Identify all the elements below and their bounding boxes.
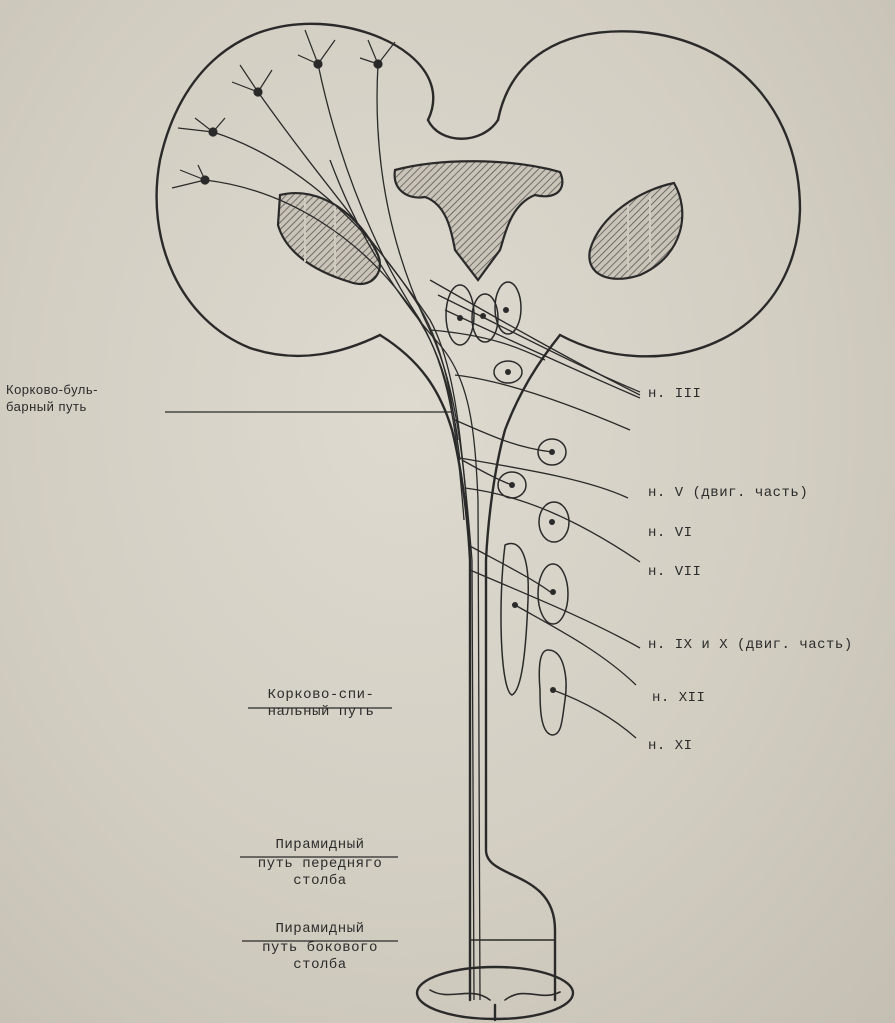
label-pyramidal-lateral-line2: путь бокового (240, 940, 400, 957)
label-pyramidal-anterior-line1: Пирамидный (240, 837, 400, 854)
label-pyramidal-lateral-line1: Пирамидный (240, 921, 400, 938)
label-pyramidal-anterior-line3: столба (240, 873, 400, 890)
label-nerve-vii: н. VII (648, 564, 701, 581)
neuron-1 (232, 65, 272, 96)
label-cortico-bulbar-line1: Корково-буль- (6, 381, 98, 398)
label-nerve-xi: н. XI (648, 738, 693, 755)
label-pyramidal-anterior-line2: путь передняго (240, 856, 400, 873)
label-nerve-iii: н. III (648, 386, 701, 403)
neuron-3 (360, 40, 395, 68)
label-cortico-spinal: Корково-спи- нальный путь (246, 687, 396, 721)
neuron-5 (172, 165, 209, 188)
label-pyramidal-lateral: Пирамидный путь бокового столба (240, 921, 400, 974)
neuron-2 (298, 30, 335, 68)
label-nerve-v: н. V (двиг. часть) (648, 485, 808, 502)
thalamus-center (395, 161, 563, 280)
label-nerve-xii: н. XII (652, 690, 705, 707)
label-nerve-ix-x: н. IX и X (двиг. часть) (648, 637, 853, 654)
label-cortico-spinal-line2: нальный путь (246, 704, 396, 721)
label-pyramidal-anterior: Пирамидный путь передняго столба (240, 837, 400, 890)
left-hemisphere (157, 24, 434, 356)
label-cortico-spinal-line1: Корково-спи- (246, 687, 396, 704)
label-cortico-bulbar: Корково-буль- барный путь (6, 381, 98, 415)
hemisphere-notch (428, 120, 498, 139)
label-cortico-bulbar-line2: барный путь (6, 398, 98, 415)
label-nerve-vi: н. VI (648, 525, 693, 542)
basal-ganglia-right (589, 183, 682, 279)
nucleus-ambiguus (501, 543, 528, 695)
label-pyramidal-lateral-line3: столба (240, 957, 400, 974)
